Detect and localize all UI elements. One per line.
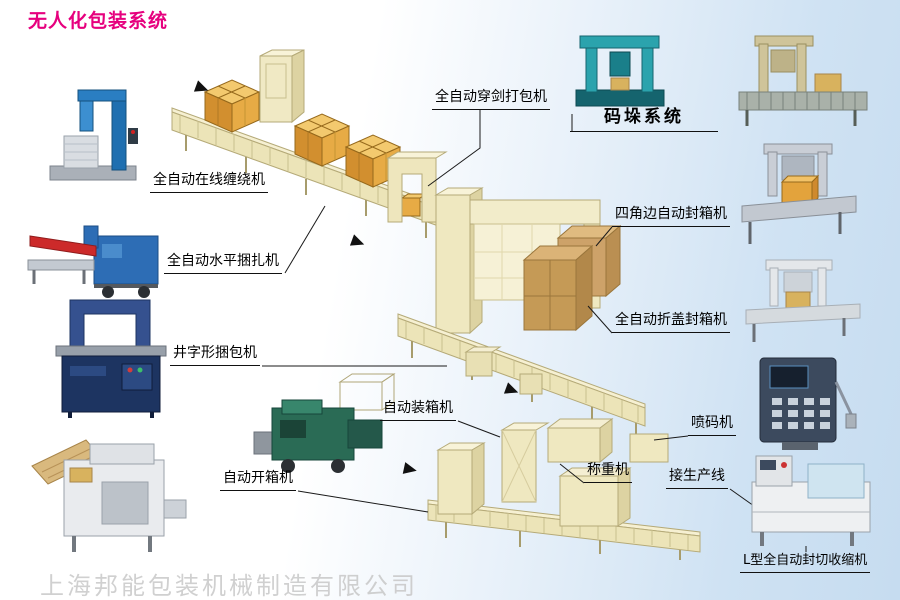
- horizontal-strapper-photo: [24, 220, 166, 302]
- palletizer-illustration: [575, 35, 665, 107]
- label-l-shrink-sealer: L型全自动封切收缩机: [740, 553, 871, 573]
- gantry-palletizer-photo: [733, 34, 873, 132]
- horizontal-strapper-illustration: [27, 225, 159, 298]
- flap-folding-sealer-illustration: [745, 259, 861, 342]
- company-watermark: 上海邦能包装机械制造有限公司: [40, 572, 418, 600]
- case-erector-illustration: [31, 439, 187, 552]
- l-shrink-sealer-photo: [744, 450, 878, 550]
- transfer-tower: [500, 422, 550, 503]
- label-inline-wrapper: 全自动在线缠绕机: [150, 172, 268, 193]
- label-palletizing-system: 码垛系统: [570, 107, 718, 132]
- leader-lines: [262, 110, 807, 552]
- sword-strapper-frame: [386, 151, 448, 223]
- case-packer-photo: [252, 398, 387, 480]
- strapper-tower: [259, 49, 305, 124]
- flow-arrow-icons: [193, 80, 519, 474]
- label-case-packer: 自动装箱机: [380, 400, 456, 421]
- label-four-corner-sealer: 四角边自动封箱机: [612, 206, 730, 227]
- label-to-production-line: 接生产线: [666, 468, 728, 489]
- case-erector-photo: [30, 426, 190, 556]
- weigher-machine: [546, 418, 669, 464]
- case-packer-illustration: [253, 399, 383, 473]
- flap-folding-sealer-photo: [744, 256, 864, 350]
- conveyor-items: [464, 346, 543, 395]
- inline-wrapper-photo: [48, 88, 166, 190]
- label-inkjet-coder: 喷码机: [688, 415, 736, 436]
- label-case-erector: 自动开箱机: [220, 470, 296, 491]
- label-sword-strapper: 全自动穿剑打包机: [432, 89, 550, 110]
- label-horizontal-strapper: 全自动水平捆扎机: [164, 253, 282, 274]
- label-weigher: 称重机: [584, 462, 632, 483]
- four-corner-sealer-illustration: [741, 143, 857, 244]
- page-title: 无人化包装系统: [28, 10, 169, 32]
- l-shrink-sealer-illustration: [751, 455, 871, 546]
- cross-strapper-illustration: [55, 299, 167, 418]
- erector-outfeed-tower: [436, 442, 486, 516]
- inkjet-coder-photo: [748, 354, 860, 454]
- four-corner-sealer-photo: [738, 142, 860, 256]
- palletizer-photo: [574, 32, 668, 110]
- label-cross-strapper: 井字形捆包机: [170, 345, 260, 366]
- label-flap-folding-sealer: 全自动折盖封箱机: [612, 312, 730, 333]
- cross-strapper-photo: [52, 296, 170, 420]
- inkjet-coder-illustration: [759, 357, 857, 450]
- inline-wrapper-illustration: [49, 89, 138, 181]
- gantry-palletizer-illustration: [738, 35, 868, 126]
